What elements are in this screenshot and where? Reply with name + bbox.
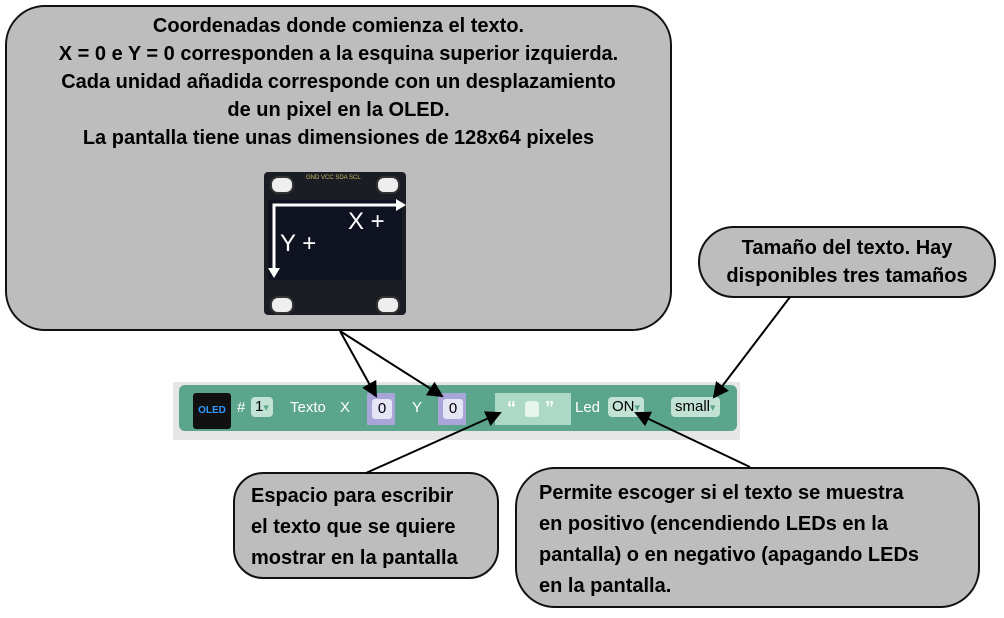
chevron-down-icon: ▾ (710, 402, 716, 414)
oled-photo: GND VCC SDA SCL X + Y + (264, 172, 406, 315)
y-axis-label: Y + (280, 230, 317, 257)
text-field[interactable] (525, 401, 539, 417)
callout-line: Permite escoger si el texto se muestra (539, 482, 904, 504)
callout-line: en la pantalla. (539, 575, 672, 597)
quote-open: “ (507, 398, 516, 418)
index-value: 1 (255, 398, 264, 415)
y-label: Y (412, 399, 423, 416)
y-input[interactable]: 0 (438, 393, 466, 425)
text-callout: Espacio para escribir el texto que se qu… (233, 472, 499, 579)
size-dropdown[interactable]: small▾ (671, 397, 720, 417)
x-axis-label: X + (348, 208, 385, 235)
y-value[interactable]: 0 (443, 399, 463, 419)
x-value[interactable]: 0 (372, 399, 392, 419)
text-input[interactable]: “ ” (495, 393, 571, 425)
x-input[interactable]: 0 (367, 393, 395, 425)
oled-text-block[interactable]: OLED # 1▾ Texto X 0 Y 0 “ ” Led ON▾ smal… (173, 382, 740, 440)
callout-line: mostrar en la pantalla (251, 547, 458, 569)
callout-line: X = 0 e Y = 0 corresponden a la esquina … (58, 43, 619, 65)
callout-line: el texto que se quiere (251, 516, 456, 538)
led-callout: Permite escoger si el texto se muestra e… (515, 467, 980, 608)
axis-arrows (268, 199, 406, 278)
index-dropdown[interactable]: 1▾ (251, 397, 273, 417)
callout-line: de un pixel en la OLED. (227, 99, 450, 121)
oled-icon: OLED (193, 393, 231, 429)
x-label: X (340, 399, 351, 416)
callout-line: Tamaño del texto. Hay (741, 237, 953, 259)
quote-close: ” (545, 398, 554, 418)
led-label: Led (575, 399, 601, 416)
led-value: ON (612, 398, 635, 415)
callout-line: disponibles tres tamaños (726, 265, 968, 287)
chevron-down-icon: ▾ (634, 402, 641, 414)
size-value: small (675, 398, 711, 415)
size-callout: Tamaño del texto. Hay disponibles tres t… (698, 226, 996, 298)
callout-line: pantalla) o en negativo (apagando LEDs (539, 544, 920, 566)
pin-labels: GND VCC SDA SCL (306, 175, 361, 181)
chevron-down-icon: ▾ (263, 402, 269, 414)
texto-label: Texto (290, 399, 326, 416)
callout-line: Cada unidad añadida corresponde con un d… (61, 71, 616, 93)
hash-label: # (237, 399, 246, 416)
callout-line: Espacio para escribir (251, 485, 454, 507)
callout-line: Coordenadas donde comienza el texto. (152, 15, 525, 37)
callout-line: en positivo (encendiendo LEDs en la (539, 513, 888, 535)
callout-line: La pantalla tiene unas dimensiones de 12… (82, 127, 595, 149)
